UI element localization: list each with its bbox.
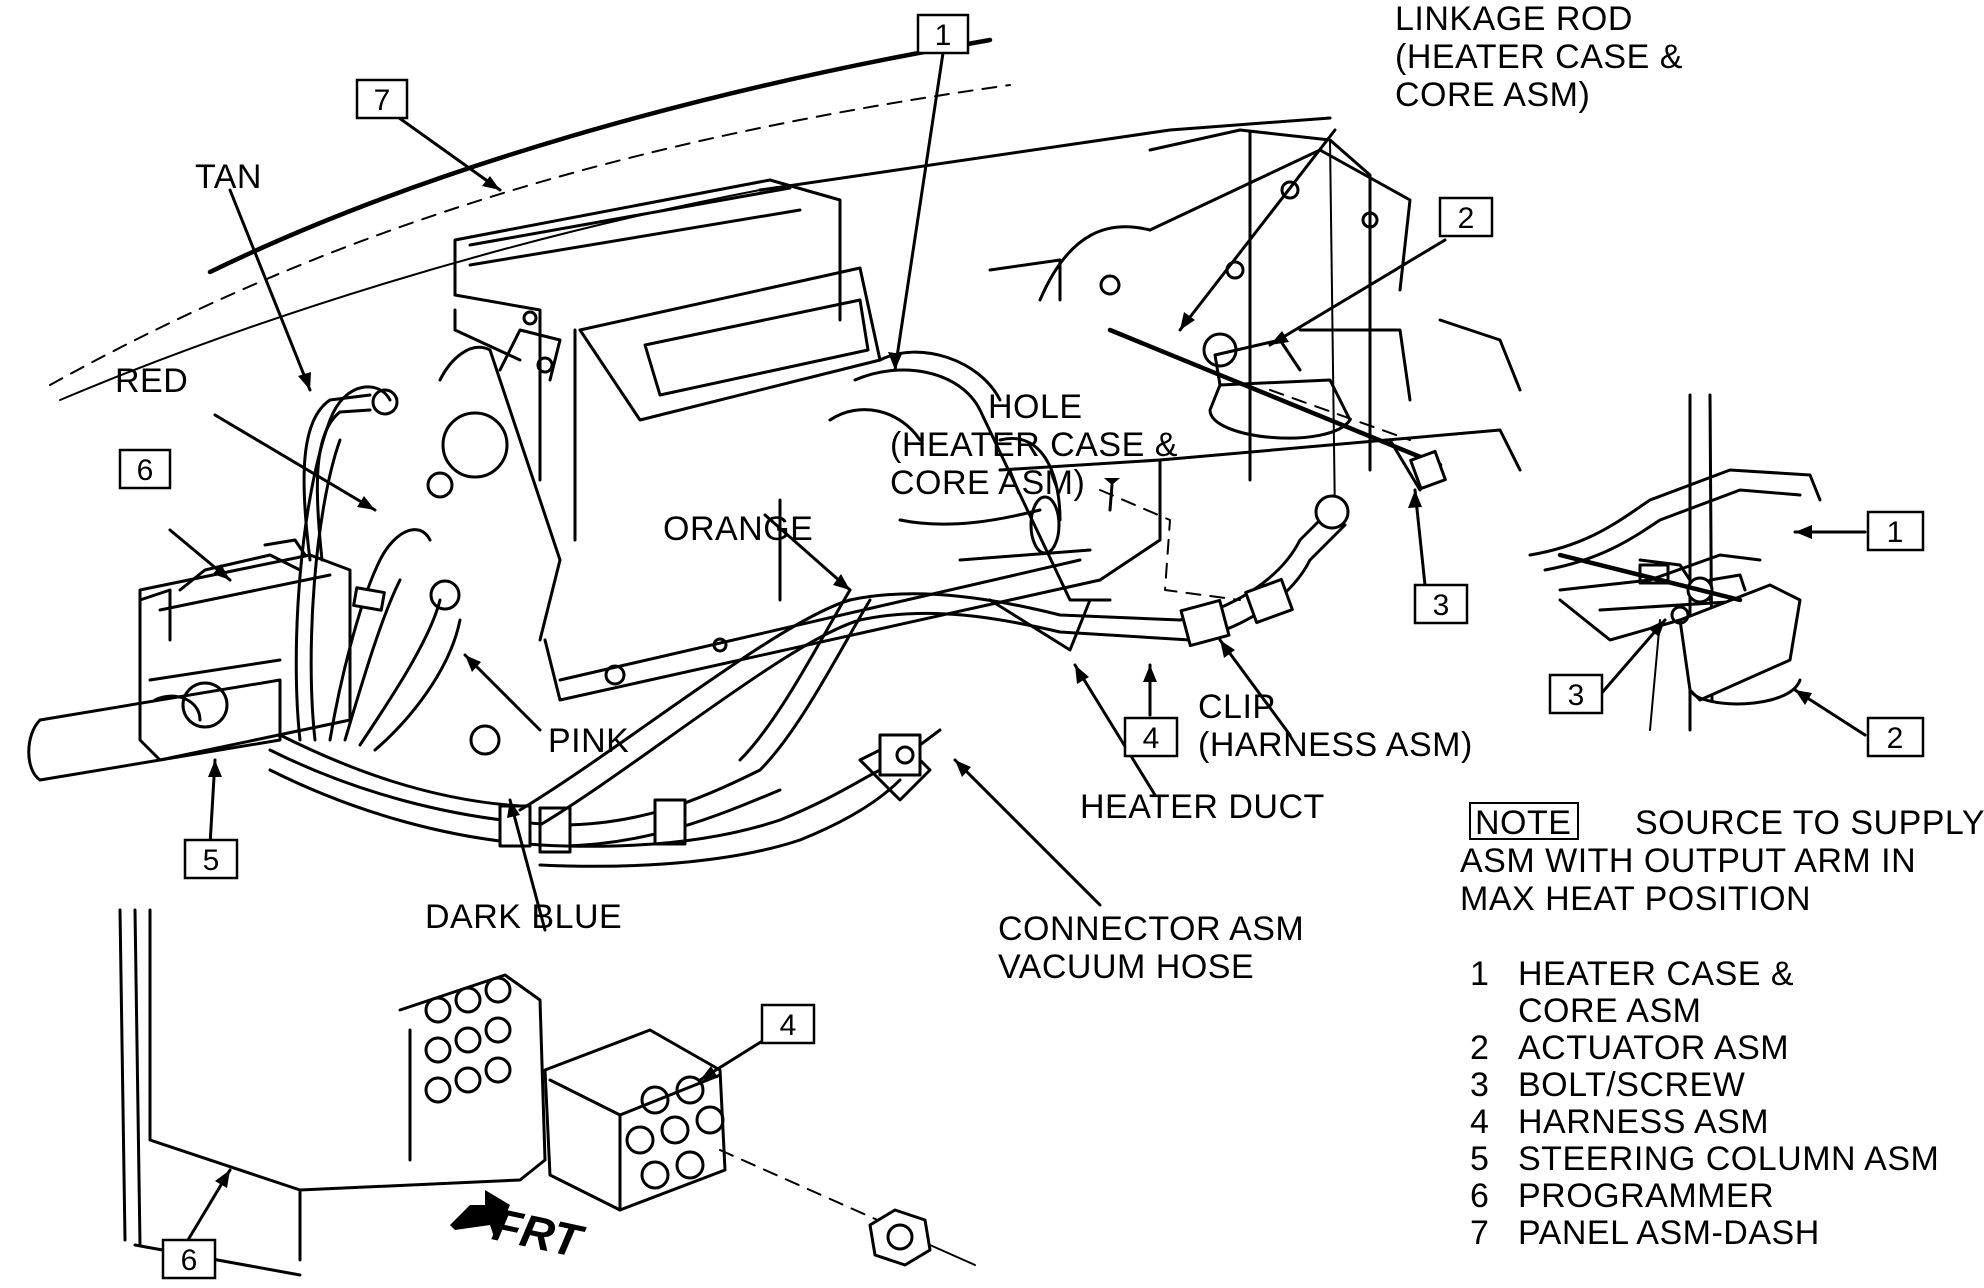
svg-text:CLIP: CLIP <box>1198 688 1276 726</box>
programmer-detail-drawing <box>118 908 976 1277</box>
svg-text:2: 2 <box>1458 202 1475 235</box>
svg-text:CORE ASM): CORE ASM) <box>1395 76 1590 114</box>
svg-text:(HEATER CASE &: (HEATER CASE & <box>1395 38 1683 76</box>
programmer-top-drawing <box>138 538 352 762</box>
callout-6-bottom: 6 <box>161 1238 217 1280</box>
legend-text: ACTUATOR ASM <box>1518 1029 1789 1067</box>
callout-1-top: 1 <box>916 13 970 55</box>
svg-text:(HARNESS ASM): (HARNESS ASM) <box>1198 726 1473 764</box>
svg-text:4: 4 <box>780 1009 797 1042</box>
legend-num: 3 <box>1470 1066 1489 1104</box>
note-line-3: MAX HEAT POSITION <box>1460 880 1811 918</box>
svg-text:3: 3 <box>1568 679 1585 712</box>
orange-label: ORANGE <box>663 510 813 548</box>
legend-num: 2 <box>1470 1029 1489 1067</box>
leader-lines <box>168 51 1867 1247</box>
svg-text:VACUUM HOSE: VACUUM HOSE <box>998 948 1254 986</box>
note-tag: NOTE <box>1475 804 1571 842</box>
callout-3-inset: 3 <box>1548 673 1604 715</box>
note-block: NOTE SOURCE TO SUPPLY ASM WITH OUTPUT AR… <box>1460 802 1984 918</box>
svg-text:7: 7 <box>374 84 391 117</box>
legend-text: PROGRAMMER <box>1518 1177 1774 1215</box>
legend-text: CORE ASM <box>1518 992 1701 1030</box>
svg-text:1: 1 <box>935 19 952 52</box>
legend-text: HEATER CASE & <box>1518 955 1794 993</box>
svg-text:CORE ASM): CORE ASM) <box>890 464 1085 502</box>
callout-7: 7 <box>355 78 409 120</box>
frt-label: FRT <box>488 1198 589 1268</box>
svg-text:(HEATER CASE &: (HEATER CASE & <box>890 426 1178 464</box>
legend-num: 7 <box>1470 1214 1489 1252</box>
legend-text: PANEL ASM-DASH <box>1518 1214 1820 1252</box>
connector-asm-label: CONNECTOR ASM VACUUM HOSE <box>998 910 1304 986</box>
svg-text:6: 6 <box>137 454 154 487</box>
legend-num: 5 <box>1470 1140 1489 1178</box>
actuator-drawing <box>1107 318 1522 492</box>
harness-drawing <box>268 385 1350 868</box>
svg-text:2: 2 <box>1887 722 1904 755</box>
note-line-1: SOURCE TO SUPPLY <box>1635 804 1984 842</box>
steering-column-drawing <box>27 658 282 782</box>
callout-1-inset: 1 <box>1866 510 1925 552</box>
legend-text: BOLT/SCREW <box>1518 1066 1745 1104</box>
hole-guide-line <box>1099 489 1241 601</box>
legend-num: 4 <box>1470 1103 1489 1141</box>
pink-label: PINK <box>548 722 629 760</box>
callout-6-left: 6 <box>118 448 172 490</box>
svg-text:HOLE: HOLE <box>988 388 1083 426</box>
inset-drawing <box>1528 393 1822 732</box>
legend-num: 6 <box>1470 1177 1489 1215</box>
svg-text:5: 5 <box>203 844 220 877</box>
note-line-2: ASM WITH OUTPUT ARM IN <box>1460 842 1916 880</box>
callout-5: 5 <box>183 838 239 880</box>
callout-4-bottom: 4 <box>760 1003 816 1045</box>
callout-2-inset: 2 <box>1866 716 1925 758</box>
front-direction-arrow: FRT <box>450 1190 590 1268</box>
legend-num: 1 <box>1470 955 1489 993</box>
svg-text:6: 6 <box>181 1244 198 1277</box>
heater-case-drawing <box>438 148 1522 702</box>
callout-2-top: 2 <box>1438 196 1494 238</box>
bolt-guide-line <box>1269 389 1411 441</box>
linkage-rod-label: LINKAGE ROD (HEATER CASE & CORE ASM) <box>1395 0 1683 114</box>
svg-text:LINKAGE ROD: LINKAGE ROD <box>1395 0 1633 38</box>
clip-label: CLIP (HARNESS ASM) <box>1198 688 1473 764</box>
hole-label: HOLE (HEATER CASE & CORE ASM) <box>890 388 1178 502</box>
legend-text: HARNESS ASM <box>1518 1103 1769 1141</box>
heater-duct-label: HEATER DUCT <box>1080 788 1325 826</box>
callout-4-mid: 4 <box>1123 716 1179 758</box>
legend-text: STEERING COLUMN ASM <box>1518 1140 1939 1178</box>
callout-3-mid: 3 <box>1413 583 1469 625</box>
svg-text:4: 4 <box>1143 722 1160 755</box>
tan-label: TAN <box>195 158 262 196</box>
red-label: RED <box>115 362 188 400</box>
svg-text:1: 1 <box>1887 516 1904 549</box>
dark-blue-label: DARK BLUE <box>425 898 622 936</box>
svg-text:3: 3 <box>1433 589 1450 622</box>
svg-text:CONNECTOR ASM: CONNECTOR ASM <box>998 910 1304 948</box>
parts-legend: 1 HEATER CASE & CORE ASM 2 ACTUATOR ASM … <box>1470 955 1939 1252</box>
